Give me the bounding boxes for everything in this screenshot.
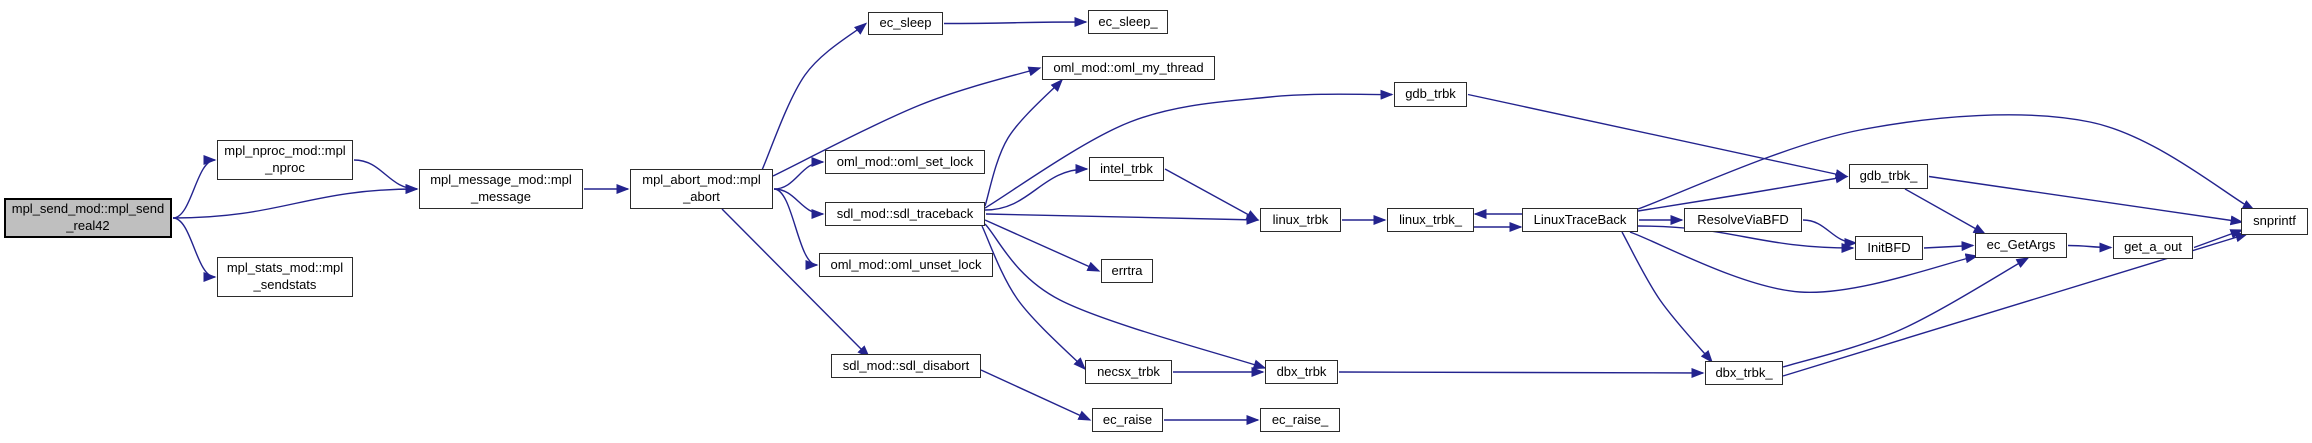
node-sdl_disabort[interactable]: sdl_mod::sdl_disabort — [831, 354, 981, 378]
edge-LinuxTraceBack-to-ec_GetArgs — [1629, 231, 1979, 293]
edge-get_a_out-to-snprintf — [2193, 229, 2244, 249]
node-ResolveViaBFD[interactable]: ResolveViaBFD — [1684, 208, 1802, 232]
edge-mpl_nproc-to-mpl_message — [353, 159, 419, 194]
edge-sdl_traceback-to-linux_trbk — [985, 213, 1260, 225]
node-dbx_trbk_[interactable]: dbx_trbk_ — [1705, 361, 1783, 385]
edge-gdb_trbk-to-gdb_trbk_ — [1467, 93, 1849, 179]
edge-mpl_send_real42-to-mpl_sendstats — [172, 217, 217, 282]
edge-sdl_traceback-to-errtra — [984, 219, 1101, 272]
edge-mpl_send_real42-to-mpl_nproc — [172, 155, 217, 219]
node-gdb_trbk[interactable]: gdb_trbk — [1394, 82, 1467, 107]
edge-mpl_abort-to-sdl_traceback — [773, 188, 825, 219]
node-dbx_trbk[interactable]: dbx_trbk — [1265, 360, 1338, 384]
node-mpl_send_real42: mpl_send_mod::mpl_send _real42 — [4, 198, 172, 238]
node-get_a_out[interactable]: get_a_out — [2113, 236, 2193, 259]
edge-sdl_traceback-to-oml_my_thread — [984, 78, 1064, 207]
node-sdl_traceback[interactable]: sdl_mod::sdl_traceback — [825, 202, 985, 226]
node-ec_GetArgs[interactable]: ec_GetArgs — [1975, 233, 2067, 258]
node-oml_my_thread[interactable]: oml_mod::oml_my_thread — [1042, 56, 1215, 80]
node-gdb_trbk_[interactable]: gdb_trbk_ — [1849, 164, 1928, 189]
node-necsx_trbk[interactable]: necsx_trbk — [1085, 360, 1172, 384]
edge-mpl_abort-to-oml_unset_lock — [773, 188, 819, 270]
edge-mpl_abort-to-oml_my_thread — [772, 66, 1042, 177]
edge-dbx_trbk_-to-ec_GetArgs — [1782, 257, 2030, 368]
edge-sdl_traceback-to-gdb_trbk — [984, 89, 1394, 209]
edge-gdb_trbk_-to-ec_GetArgs — [1904, 188, 1987, 235]
node-InitBFD[interactable]: InitBFD — [1855, 236, 1923, 260]
node-intel_trbk[interactable]: intel_trbk — [1089, 157, 1164, 181]
node-linux_trbk[interactable]: linux_trbk — [1260, 208, 1341, 232]
edge-dbx_trbk-to-dbx_trbk_ — [1338, 367, 1705, 378]
edge-ec_sleep-to-ec_sleep_ — [943, 17, 1088, 28]
edge-ResolveViaBFD-to-InitBFD — [1802, 219, 1858, 248]
node-ec_sleep[interactable]: ec_sleep — [868, 12, 943, 35]
edge-mpl_abort-to-ec_sleep — [761, 22, 868, 171]
edge-intel_trbk-to-linux_trbk — [1164, 168, 1260, 221]
edge-LinuxTraceBack-to-gdb_trbk_ — [1637, 173, 1849, 212]
node-oml_set_lock[interactable]: oml_mod::oml_set_lock — [825, 150, 985, 174]
node-LinuxTraceBack[interactable]: LinuxTraceBack — [1522, 208, 1638, 232]
edge-sdl_disabort-to-ec_raise — [980, 369, 1092, 421]
edge-sdl_traceback-to-dbx_trbk — [984, 223, 1267, 370]
node-mpl_abort[interactable]: mpl_abort_mod::mpl _abort — [630, 169, 773, 209]
node-snprintf[interactable]: snprintf — [2241, 208, 2308, 235]
node-oml_unset_lock[interactable]: oml_mod::oml_unset_lock — [819, 253, 993, 277]
edge-InitBFD-to-ec_GetArgs — [1923, 241, 1975, 252]
node-mpl_sendstats[interactable]: mpl_stats_mod::mpl _sendstats — [217, 257, 353, 297]
edge-ec_GetArgs-to-get_a_out — [2067, 242, 2113, 253]
edge-LinuxTraceBack-to-InitBFD — [1637, 225, 1855, 253]
node-errtra[interactable]: errtra — [1101, 259, 1153, 283]
node-mpl_nproc[interactable]: mpl_nproc_mod::mpl _nproc — [217, 140, 353, 180]
node-linux_trbk_[interactable]: linux_trbk_ — [1387, 208, 1474, 232]
edge-sdl_traceback-to-intel_trbk — [984, 164, 1089, 211]
edge-mpl_abort-to-sdl_disabort — [721, 208, 871, 359]
edge-LinuxTraceBack-to-dbx_trbk_ — [1621, 231, 1713, 364]
node-ec_sleep_[interactable]: ec_sleep_ — [1088, 10, 1168, 34]
node-ec_raise_[interactable]: ec_raise_ — [1260, 408, 1340, 432]
edge-gdb_trbk_-to-snprintf — [1928, 175, 2244, 226]
edge-LinuxTraceBack-to-snprintf — [1637, 114, 2256, 211]
edge-mpl_send_real42-to-mpl_message — [172, 184, 419, 219]
edge-sdl_traceback-to-necsx_trbk — [981, 225, 1087, 371]
edge-mpl_abort-to-oml_set_lock — [773, 157, 825, 190]
node-mpl_message[interactable]: mpl_message_mod::mpl _message — [419, 169, 583, 209]
node-ec_raise[interactable]: ec_raise — [1092, 408, 1163, 432]
